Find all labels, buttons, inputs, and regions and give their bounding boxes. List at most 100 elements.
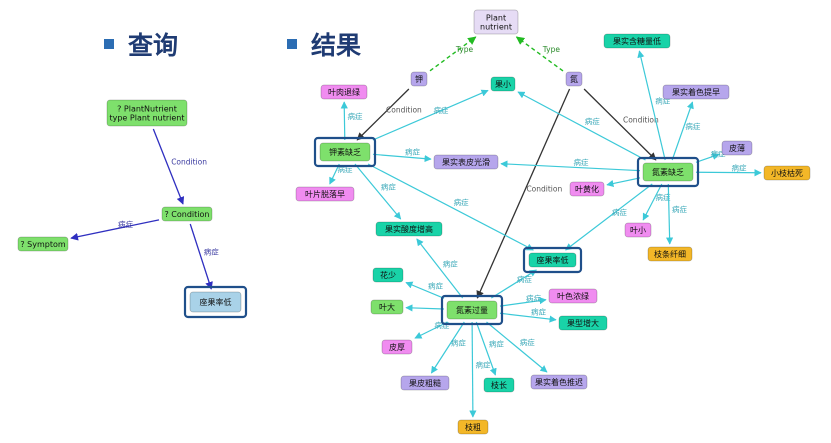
query-heading: 查询: [104, 26, 178, 62]
node-box: [530, 374, 588, 390]
query-edge-label: 病症: [204, 247, 219, 257]
result-edge-n_def-gshtld: [637, 50, 666, 161]
node-box: [400, 375, 450, 391]
node-box: [410, 71, 428, 87]
result-node-xzks[interactable]: 小枝枯死: [763, 165, 811, 181]
highlight-frame: [313, 136, 377, 168]
result-node-ph[interactable]: 皮厚: [381, 339, 413, 355]
node-box: [528, 252, 577, 268]
node-label: 氮素缺乏: [652, 167, 684, 177]
node-box: [624, 222, 652, 238]
result-edge-k_def-gx: [372, 89, 489, 141]
node-label: ? Condition: [165, 210, 210, 219]
result-node-gssdzg[interactable]: 果实酸度增高: [375, 221, 443, 237]
node-box: [381, 339, 413, 355]
node-box: [375, 221, 443, 237]
result-node-n_exc[interactable]: 氮素过量: [440, 294, 504, 326]
node-label: ? Symptom: [20, 240, 66, 249]
result-edge-label: 病症: [476, 360, 491, 370]
result-node-zq[interactable]: 枝粗: [457, 419, 489, 435]
result-heading-text: 结果: [311, 31, 362, 60]
result-edge-k-k_def: [356, 88, 410, 141]
result-node-ztxx[interactable]: 枝条纤细: [647, 246, 693, 262]
node-label: 叶片脱落早: [305, 189, 345, 199]
query-node-q_cond[interactable]: ? Condition: [161, 206, 213, 222]
node-box: [603, 33, 671, 49]
result-edge-label: 病症: [443, 259, 458, 269]
query-edge-q_pn-q_cond: [152, 128, 185, 205]
result-edge-label: 病症: [405, 147, 420, 157]
result-edge-label: 病症: [381, 182, 396, 192]
result-edge-n_exc-ph: [414, 321, 448, 339]
query-node-q_fruit[interactable]: 座果率低: [183, 285, 248, 319]
result-edge-label: 病症: [531, 307, 546, 317]
result-edge-n_def-yx: [642, 183, 663, 221]
node-box: [106, 99, 188, 127]
result-edge-n_def-ztxx: [665, 183, 674, 245]
result-node-zgld[interactable]: 座果率低: [522, 246, 583, 274]
result-edge-n_exc-yd: [405, 304, 445, 312]
query-node-q_symp[interactable]: ? Symptom: [17, 236, 69, 252]
node-box: [446, 300, 498, 320]
result-node-n_def[interactable]: 氮素缺乏: [636, 156, 700, 188]
node-box: [558, 315, 608, 331]
query-edge-label: 病症: [118, 219, 133, 229]
node-label: 果实着色提早: [672, 87, 720, 97]
result-edge-n_exc-gssdzg: [416, 238, 464, 299]
result-node-k[interactable]: 钾: [410, 71, 428, 87]
node-label: 枝长: [491, 380, 507, 390]
result-edge-label: 病症: [338, 164, 353, 174]
result-edge-label: 病症: [347, 111, 362, 121]
node-box: [642, 162, 694, 182]
result-edge-label: Condition: [623, 116, 659, 125]
result-edge-k_def-yrtl: [340, 101, 348, 141]
result-edge-label: 病症: [672, 204, 687, 214]
node-label: 皮厚: [389, 342, 405, 352]
node-label: 小枝枯死: [771, 168, 803, 178]
node-label: 花少: [380, 270, 396, 280]
result-node-gshtld[interactable]: 果实含糖量低: [603, 33, 671, 49]
result-edge-label: 病症: [433, 105, 448, 115]
result-node-ytlz[interactable]: 叶片脱落早: [295, 186, 355, 202]
node-box: [17, 236, 69, 252]
node-label: 叶色浓绿: [557, 291, 589, 301]
result-node-hs[interactable]: 花少: [372, 267, 404, 283]
node-label: 枝粗: [465, 422, 481, 432]
result-node-ysnl[interactable]: 叶色浓绿: [548, 288, 598, 304]
result-node-gszsty[interactable]: 果实着色推迟: [530, 374, 588, 390]
result-node-gsbpgh[interactable]: 果实表皮光滑: [433, 154, 499, 170]
result-node-gxzd[interactable]: 果型增大: [558, 315, 608, 331]
node-label: 叶肉退绿: [328, 87, 360, 97]
result-edge-label: 病症: [585, 116, 600, 126]
result-node-n[interactable]: 氮: [565, 71, 583, 87]
result-node-yd[interactable]: 叶大: [370, 299, 404, 315]
node-box: [370, 299, 404, 315]
result-node-gx[interactable]: 果小: [490, 76, 516, 92]
result-node-yhh[interactable]: 叶黄化: [569, 181, 605, 197]
result-node-pb[interactable]: 皮薄: [721, 140, 753, 156]
node-box: [483, 377, 515, 393]
node-label: 钾素缺乏: [329, 147, 361, 157]
result-edge-n_exc-zgld: [491, 269, 538, 299]
result-node-gpcc[interactable]: 果皮粗糙: [400, 375, 450, 391]
result-node-k_def[interactable]: 钾素缺乏: [313, 136, 377, 168]
result-node-yrtl[interactable]: 叶肉退绿: [320, 84, 368, 100]
node-label: 氮: [570, 74, 578, 84]
node-label: 果皮粗糙: [409, 378, 441, 388]
node-box: [662, 84, 730, 100]
result-edge-n_def-zgld: [565, 183, 653, 251]
result-node-yx[interactable]: 叶小: [624, 222, 652, 238]
result-edge-n_exc-ysnl: [499, 297, 547, 307]
result-edge-label: Condition: [526, 185, 562, 194]
result-edge-label: 病症: [685, 121, 700, 131]
result-node-gszstz[interactable]: 果实着色提早: [662, 84, 730, 100]
query-edge-label: Condition: [171, 158, 207, 167]
node-box: [569, 181, 605, 197]
result-node-zc[interactable]: 枝长: [483, 377, 515, 393]
node-box: [319, 142, 371, 162]
node-label: 叶大: [379, 302, 395, 312]
node-label: 座果率低: [537, 255, 569, 265]
